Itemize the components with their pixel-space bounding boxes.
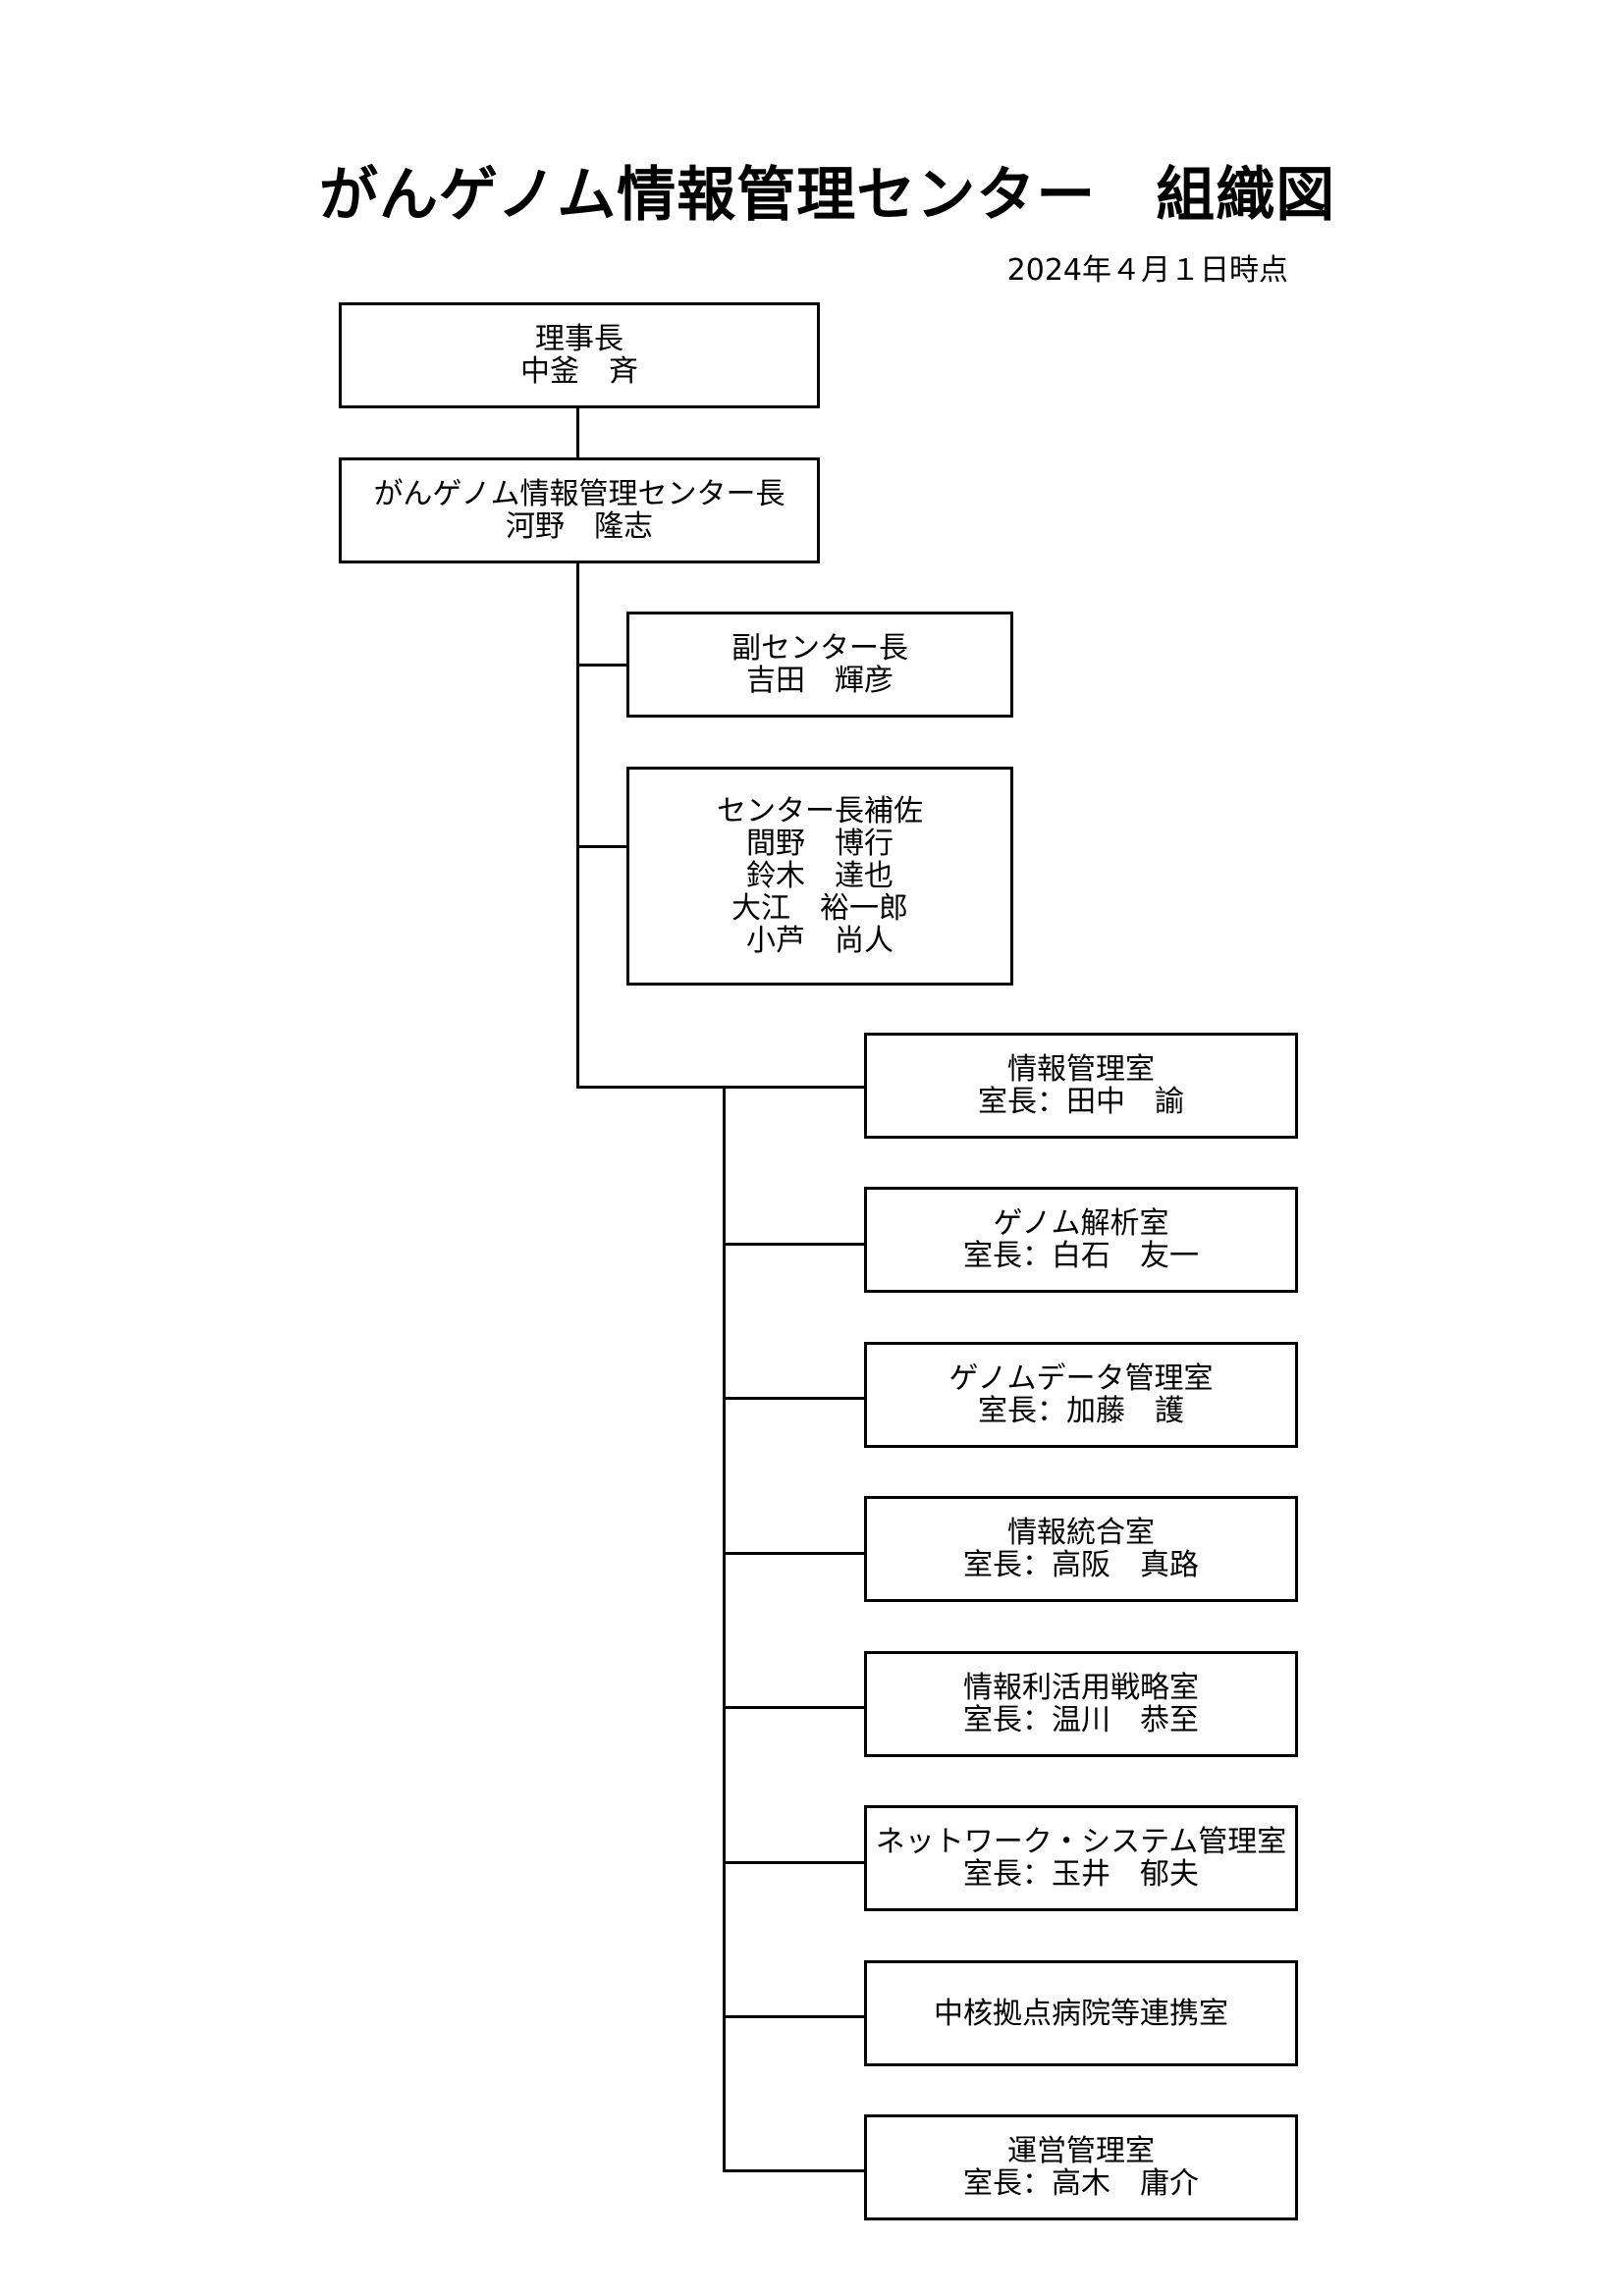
office-head: 室長：高木 庸介	[963, 2166, 1199, 2201]
center-head-name: 河野 隆志	[506, 509, 653, 544]
assistant-name: 鈴木 達也	[746, 859, 893, 893]
deputy-role: 副センター長	[731, 631, 908, 666]
office-head: 室長：温川 恭至	[963, 1703, 1199, 1737]
office-box: 情報統合室 室長：高阪 真路	[864, 1496, 1298, 1602]
office-box: ゲノム解析室 室長：白石 友一	[864, 1187, 1298, 1293]
assistant-name: 小芦 尚人	[746, 924, 893, 958]
office-connector	[723, 2015, 867, 2018]
connector-to-deputy	[576, 664, 629, 667]
office-connector	[723, 1552, 867, 1555]
office-head: 室長：玉井 郁夫	[963, 1857, 1199, 1892]
office-name: ネットワーク・システム管理室	[875, 1825, 1287, 1859]
office-name: ゲノムデータ管理室	[948, 1362, 1214, 1396]
chairman-role: 理事長	[535, 322, 623, 356]
connector-head-trunk	[576, 561, 579, 1089]
office-name: 中核拠点病院等連携室	[934, 1996, 1228, 2031]
office-connector	[723, 1397, 867, 1400]
office-head: 室長：高阪 真路	[963, 1548, 1199, 1582]
chairman-box: 理事長 中釜 斉	[339, 302, 820, 408]
page-title: がんゲノム情報管理センター 組織図	[319, 161, 1336, 230]
deputy-name: 吉田 輝彦	[746, 664, 893, 698]
deputy-box: 副センター長 吉田 輝彦	[626, 612, 1013, 718]
office-head: 室長：加藤 護	[978, 1394, 1184, 1428]
office-box: ゲノムデータ管理室 室長：加藤 護	[864, 1342, 1298, 1448]
office-box: ネットワーク・システム管理室 室長：玉井 郁夫	[864, 1805, 1298, 1911]
assistant-name: 間野 博行	[746, 827, 893, 861]
center-head-role: がんゲノム情報管理センター長	[373, 477, 785, 511]
chairman-name: 中釜 斉	[520, 354, 638, 389]
office-box: 運営管理室 室長：高木 庸介	[864, 2114, 1298, 2220]
office-connector	[723, 1243, 867, 1246]
office-name: 情報統合室	[1007, 1516, 1155, 1550]
office-connector	[723, 1706, 867, 1709]
office-connector	[723, 1861, 867, 1864]
connector-to-office-trunk	[576, 1086, 868, 1089]
center-head-box: がんゲノム情報管理センター長 河野 隆志	[339, 457, 820, 563]
as-of-date: 2024年４月１日時点	[1006, 253, 1288, 288]
connector-office-trunk	[723, 1086, 726, 2172]
assistants-box: センター長補佐 間野 博行 鈴木 達也 大江 裕一郎 小芦 尚人	[626, 767, 1013, 986]
office-box: 情報管理室 室長：田中 諭	[864, 1033, 1298, 1139]
office-box: 中核拠点病院等連携室	[864, 1960, 1298, 2066]
office-connector	[723, 2169, 867, 2172]
assistants-role: センター長補佐	[717, 794, 923, 828]
office-head: 室長：白石 友一	[963, 1239, 1199, 1273]
connector-to-assistants	[576, 845, 629, 848]
office-box: 情報利活用戦略室 室長：温川 恭至	[864, 1651, 1298, 1757]
office-name: 情報管理室	[1007, 1052, 1155, 1087]
connector-chairman-to-head	[576, 406, 579, 459]
office-name: 情報利活用戦略室	[963, 1671, 1199, 1705]
office-head: 室長：田中 諭	[978, 1085, 1184, 1119]
office-name: 運営管理室	[1007, 2134, 1155, 2168]
office-name: ゲノム解析室	[993, 1206, 1169, 1241]
assistant-name: 大江 裕一郎	[731, 891, 908, 926]
